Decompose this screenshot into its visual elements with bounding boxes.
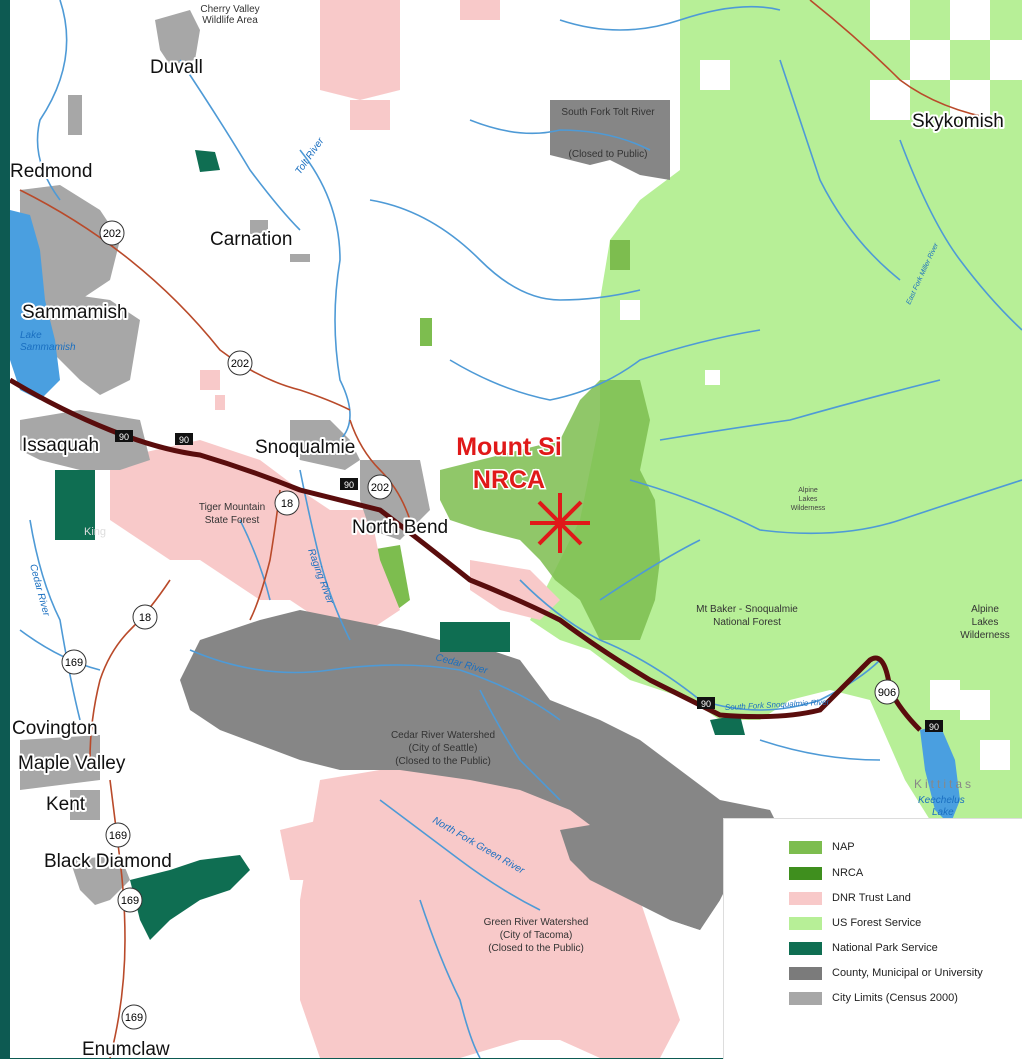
label-enumclaw: Enumclaw [82, 1039, 170, 1058]
label-covington: Covington [12, 718, 98, 739]
title-line-2: NRCA [473, 466, 545, 494]
label-tolt: South Fork Tolt River [561, 107, 655, 118]
i90-shield: 90 [119, 432, 129, 442]
title-line-1: Mount Si [456, 433, 562, 461]
label-alpine-big: Lakes [972, 617, 999, 628]
label-green-watershed: (City of Tacoma) [500, 930, 573, 941]
label-alpine-big: Alpine [971, 604, 999, 615]
label-tiger-mountain: State Forest [205, 515, 260, 526]
label-keechelus: Lake [932, 807, 954, 818]
label-issaquah: Issaquah [22, 435, 99, 456]
keechelus-lake [920, 725, 960, 825]
i90-shield: 90 [929, 722, 939, 732]
usfs-land [530, 0, 1022, 820]
legend-label: City Limits (Census 2000) [832, 992, 958, 1004]
label-carnation: Carnation [210, 229, 292, 250]
label-mt-baker: National Forest [713, 617, 781, 628]
route-shields: 202 202 202 18 18 169 169 169 169 906 [61, 220, 900, 1030]
label-alpine-small: Lakes [799, 496, 818, 503]
route-169-shield: 169 [121, 895, 139, 907]
label-lake-sammamish: Sammamish [20, 342, 76, 353]
legend-item-nps: National Park Service [789, 940, 938, 956]
i90-shield: 90 [179, 435, 189, 445]
route-18-shield: 18 [139, 612, 151, 624]
route-169-shield: 169 [109, 830, 127, 842]
label-cherry-valley: Cherry Valley [200, 4, 259, 15]
label-north-bend: North Bend [352, 517, 448, 538]
legend-swatch [789, 991, 822, 1005]
label-duvall: Duvall [150, 57, 203, 78]
route-18-shield: 18 [281, 498, 293, 510]
legend-item-nrca: NRCA [789, 865, 863, 881]
i90-shield: 90 [701, 699, 711, 709]
city-labels: Duvall Redmond Carnation Sammamish Issaq… [10, 55, 1006, 1058]
label-skykomish: Skykomish [912, 111, 1004, 132]
legend-label: DNR Trust Land [832, 892, 911, 904]
label-alpine-small: Wilderness [791, 505, 826, 512]
label-kittitas: Kittitas [914, 777, 974, 791]
map-svg: 202 202 202 18 18 169 169 169 169 906 90… [10, 0, 1022, 1058]
label-redmond: Redmond [10, 161, 92, 182]
route-202-shield: 202 [371, 482, 389, 494]
label-green-watershed: Green River Watershed [484, 917, 589, 928]
legend-item-nap: NAP [789, 839, 855, 855]
area-labels: Cherry Valley Wildlife Area South Fork T… [84, 4, 1010, 954]
legend-item-dnr: DNR Trust Land [789, 890, 911, 906]
label-keechelus: Keechelus [918, 795, 965, 806]
route-202-shield: 202 [103, 228, 121, 240]
map-canvas[interactable]: 202 202 202 18 18 169 169 169 169 906 90… [10, 0, 1022, 1058]
nps-land [130, 150, 745, 940]
label-cherry-valley: Wildlife Area [202, 15, 258, 26]
lake-sammamish [10, 210, 60, 400]
label-sammamish: Sammamish [22, 302, 128, 323]
label-cedar-watershed: (Closed to the Public) [395, 756, 491, 767]
label-alpine-big: Wilderness [960, 630, 1009, 641]
label-kent: Kent [46, 794, 86, 815]
legend-label: US Forest Service [832, 917, 922, 929]
label-cedar-watershed: Cedar River Watershed [391, 730, 495, 741]
interstate-90 [10, 377, 922, 732]
map-legend: NAP NRCA DNR Trust Land US Forest Servic… [723, 818, 1022, 1059]
mount-si-marker [530, 493, 590, 553]
legend-item-city: City Limits (Census 2000) [789, 990, 958, 1006]
county-land [180, 100, 780, 930]
mount-si-title: Mount Si NRCA [455, 432, 564, 496]
legend-item-county: County, Municipal or University [789, 965, 983, 981]
legend-swatch [789, 941, 822, 955]
legend-label: NAP [832, 841, 855, 853]
label-black-diamond: Black Diamond [44, 851, 172, 872]
legend-label: National Park Service [832, 942, 938, 954]
route-169-shield: 169 [65, 657, 83, 669]
route-169-shield: 169 [125, 1012, 143, 1024]
label-king: King [84, 526, 106, 538]
legend-swatch [789, 866, 822, 880]
label-tolt-river: Tolt River [293, 136, 326, 177]
legend-item-usfs: US Forest Service [789, 915, 921, 931]
rivers [19, 0, 1022, 1058]
interstate-shields: 90 90 90 90 90 [115, 430, 943, 732]
route-202-shield: 202 [231, 358, 249, 370]
route-906-shield: 906 [878, 687, 896, 699]
legend-label: County, Municipal or University [832, 967, 983, 979]
legend-swatch [789, 840, 822, 854]
i90-shield: 90 [344, 480, 354, 490]
label-tolt: (Closed to Public) [569, 149, 648, 160]
label-alpine-small: Alpine [798, 487, 818, 494]
label-snoqualmie: Snoqualmie [255, 437, 355, 458]
label-maple-valley: Maple Valley [18, 753, 126, 774]
legend-swatch [789, 891, 822, 905]
legend-swatch [789, 916, 822, 930]
label-mt-baker: Mt Baker - Snoqualmie [696, 604, 798, 615]
legend-label: NRCA [832, 867, 864, 879]
label-green-watershed: (Closed to the Public) [488, 943, 584, 954]
label-cedar-watershed: (City of Seattle) [409, 743, 478, 754]
label-lake-sammamish: Lake [20, 330, 42, 341]
label-tiger-mountain: Tiger Mountain [199, 502, 265, 513]
legend-swatch [789, 966, 822, 980]
